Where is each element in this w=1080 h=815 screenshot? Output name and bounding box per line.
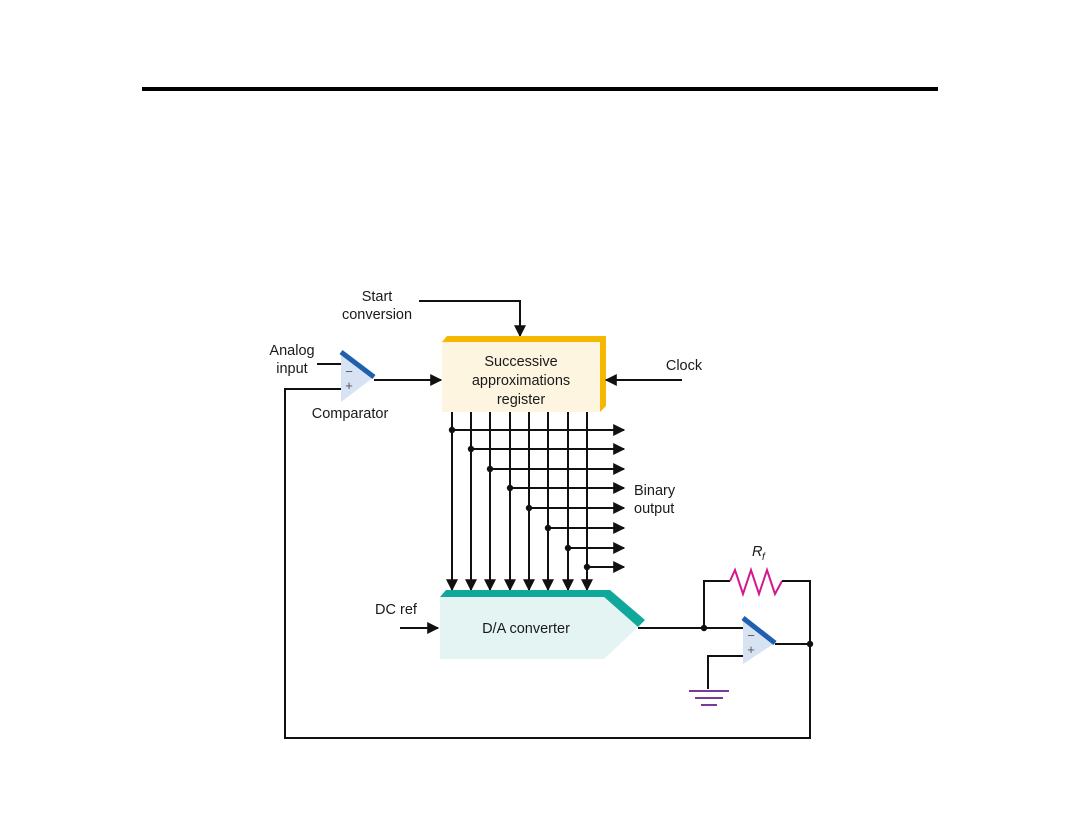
junction-dot bbox=[467, 445, 475, 453]
binary-output-label-2: output bbox=[634, 501, 674, 517]
analog-label: Analog bbox=[269, 343, 314, 359]
sar-label-1: Successive bbox=[484, 354, 557, 370]
opamp-minus: − bbox=[747, 628, 755, 643]
dac-body bbox=[440, 597, 638, 659]
sar-body bbox=[442, 342, 600, 412]
bit-lines bbox=[446, 412, 593, 592]
feedback-resistor bbox=[729, 566, 783, 598]
opamp-edge bbox=[741, 616, 777, 645]
opamp: − + bbox=[741, 616, 777, 664]
comparator-label: Comparator bbox=[312, 406, 389, 422]
feedback-wire-left bbox=[703, 580, 730, 628]
clock-label: Clock bbox=[666, 358, 703, 374]
comparator: − + bbox=[339, 350, 376, 402]
junction-dot bbox=[486, 465, 494, 473]
feedback-wire-right bbox=[782, 580, 811, 644]
junction-dot bbox=[448, 426, 456, 434]
dac-edge bbox=[440, 590, 645, 627]
dac-block: D/A converter bbox=[440, 590, 645, 659]
comparator-minus: − bbox=[345, 364, 353, 379]
start-label: Start bbox=[362, 289, 393, 305]
dc-ref-label: DC ref bbox=[375, 602, 418, 618]
dac-label: D/A converter bbox=[482, 621, 570, 637]
comparator-plus: + bbox=[345, 378, 353, 393]
feedback-loop-wire bbox=[284, 388, 811, 739]
comparator-edge bbox=[339, 350, 376, 379]
sar-label-2: approximations bbox=[472, 373, 570, 389]
binary-output-lines bbox=[448, 424, 626, 573]
opamp-plus: + bbox=[747, 642, 755, 657]
junction-dot bbox=[583, 563, 591, 571]
analog-label-2: input bbox=[276, 361, 307, 377]
junction-dot bbox=[506, 484, 514, 492]
rf-label: R bbox=[752, 544, 763, 560]
rf-subscript: f bbox=[762, 552, 766, 563]
opamp-body bbox=[743, 618, 775, 664]
junction-dot bbox=[544, 524, 552, 532]
junction-dot bbox=[525, 504, 533, 512]
comparator-body bbox=[341, 352, 374, 402]
start-wire bbox=[419, 300, 526, 338]
ground-icon bbox=[689, 690, 729, 706]
sar-block: Successive approximations register bbox=[442, 336, 606, 412]
sar-label-3: register bbox=[497, 392, 546, 408]
ground-wire bbox=[707, 655, 743, 689]
start-label-2: conversion bbox=[342, 307, 412, 323]
junction-dot bbox=[564, 544, 572, 552]
binary-output-label: Binary bbox=[634, 483, 676, 499]
